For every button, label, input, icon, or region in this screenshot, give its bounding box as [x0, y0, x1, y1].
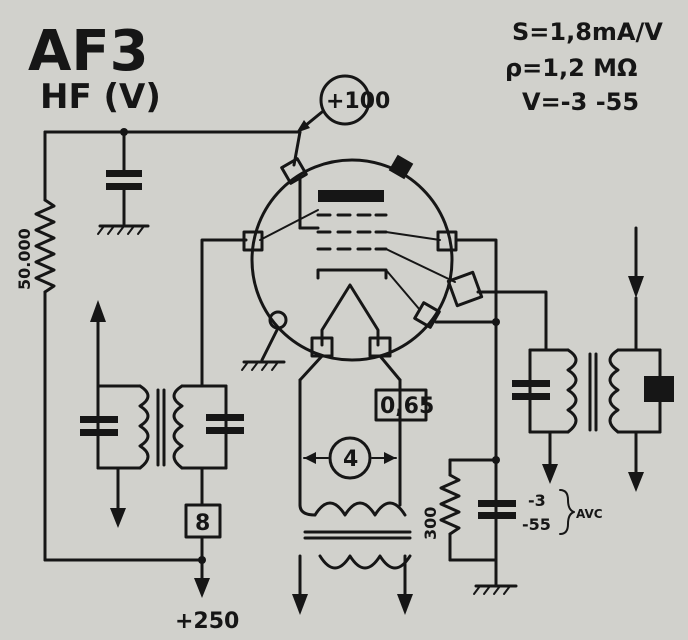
grid-lead-left — [259, 209, 319, 241]
input-cap-1-plate-b — [80, 429, 118, 436]
pin-right — [436, 230, 458, 252]
pin-8-label: 8 — [195, 511, 210, 536]
resistor-300-label: 300 — [421, 507, 440, 540]
supply-arrow-icon — [194, 578, 210, 598]
cap-plate-1 — [106, 170, 142, 177]
cathode-cap-plate-a — [478, 500, 516, 507]
resistor-50000-label: 50.000 — [15, 228, 34, 290]
output-cap-1-plate-b — [512, 393, 550, 400]
input-cap-1-plate-a — [80, 416, 118, 423]
tube-subtitle: HF (V) — [40, 77, 161, 117]
pin-top-right — [388, 154, 414, 180]
junction-supply — [198, 556, 206, 564]
heater-circuit: 0,65 4 — [292, 354, 434, 615]
supply-label: +250 — [175, 609, 239, 634]
junction-right-322 — [492, 318, 500, 326]
grid-wire-left — [200, 238, 248, 388]
anode-plate — [318, 190, 384, 202]
tube-pins — [242, 154, 484, 358]
cap-plate-2 — [106, 183, 142, 190]
heater-voltage-badge — [328, 436, 372, 480]
input-coil-secondary — [172, 384, 184, 470]
bias-brace — [559, 489, 575, 535]
grid-lead-control — [385, 248, 456, 283]
bias-label-top: -3 — [528, 491, 546, 510]
bias-label-bottom: -55 — [522, 515, 551, 534]
ground-right — [473, 584, 518, 595]
avc-label: AVC — [576, 507, 603, 521]
screen-voltage-label: +100 — [326, 89, 390, 114]
shield-wire — [260, 326, 280, 362]
tube-envelope — [250, 158, 454, 362]
tube-electrodes — [259, 173, 456, 347]
grid-lines — [316, 213, 388, 251]
right-grid-wire — [454, 238, 498, 562]
cathode — [316, 268, 388, 280]
dim-arrow-right-icon — [384, 452, 396, 464]
screen-arrow-head — [296, 120, 310, 133]
output-arrow-in-icon — [628, 276, 644, 298]
input-arrow-down-icon — [110, 508, 126, 528]
cathode-cap-plate-b — [478, 512, 516, 519]
param-transconductance: S=1,8mA/V — [512, 18, 663, 46]
tube-title: AF3 — [28, 19, 149, 84]
output-coil-primary — [566, 348, 578, 434]
dim-arrow-left-icon — [304, 452, 316, 464]
param-resistance: ρ=1,2 MΩ — [505, 54, 637, 82]
output-coil-secondary — [608, 348, 620, 434]
control-grid-wire — [476, 290, 548, 352]
ground-shield — [241, 360, 286, 371]
input-transformer — [80, 300, 244, 528]
heater-current-box — [374, 388, 428, 422]
heater-current-label: 0,65 — [380, 394, 434, 419]
input-arrow-up-icon — [90, 300, 106, 322]
resistor-50000 — [34, 198, 56, 294]
heater-filament — [320, 283, 380, 347]
cathode-lead — [385, 269, 421, 311]
input-coil-primary — [138, 384, 150, 470]
param-voltage: V=-3 -55 — [522, 88, 639, 116]
output-cap-1-plate-a — [512, 380, 550, 387]
output-arrow-down-left-icon — [542, 464, 558, 484]
resistor-300 — [439, 473, 461, 536]
input-cap-2-plate-a — [206, 414, 244, 421]
ground-top-left — [97, 224, 150, 235]
output-transformer — [512, 226, 674, 492]
bus-to-pin — [292, 130, 302, 167]
heater-arrow-right-icon — [397, 594, 413, 615]
output-arrow-down-right-icon — [628, 472, 644, 492]
heater-coil-bottom — [318, 554, 412, 570]
heater-voltage-label: 4 — [343, 447, 358, 472]
grid-lead-right — [385, 231, 441, 241]
pin-control-grid — [446, 270, 484, 308]
heater-coil-top — [298, 501, 407, 517]
output-cap-2 — [644, 376, 674, 402]
input-cap-2-plate-b — [206, 427, 244, 434]
screen-voltage-badge — [319, 74, 371, 126]
heater-arrow-left-icon — [292, 594, 308, 615]
